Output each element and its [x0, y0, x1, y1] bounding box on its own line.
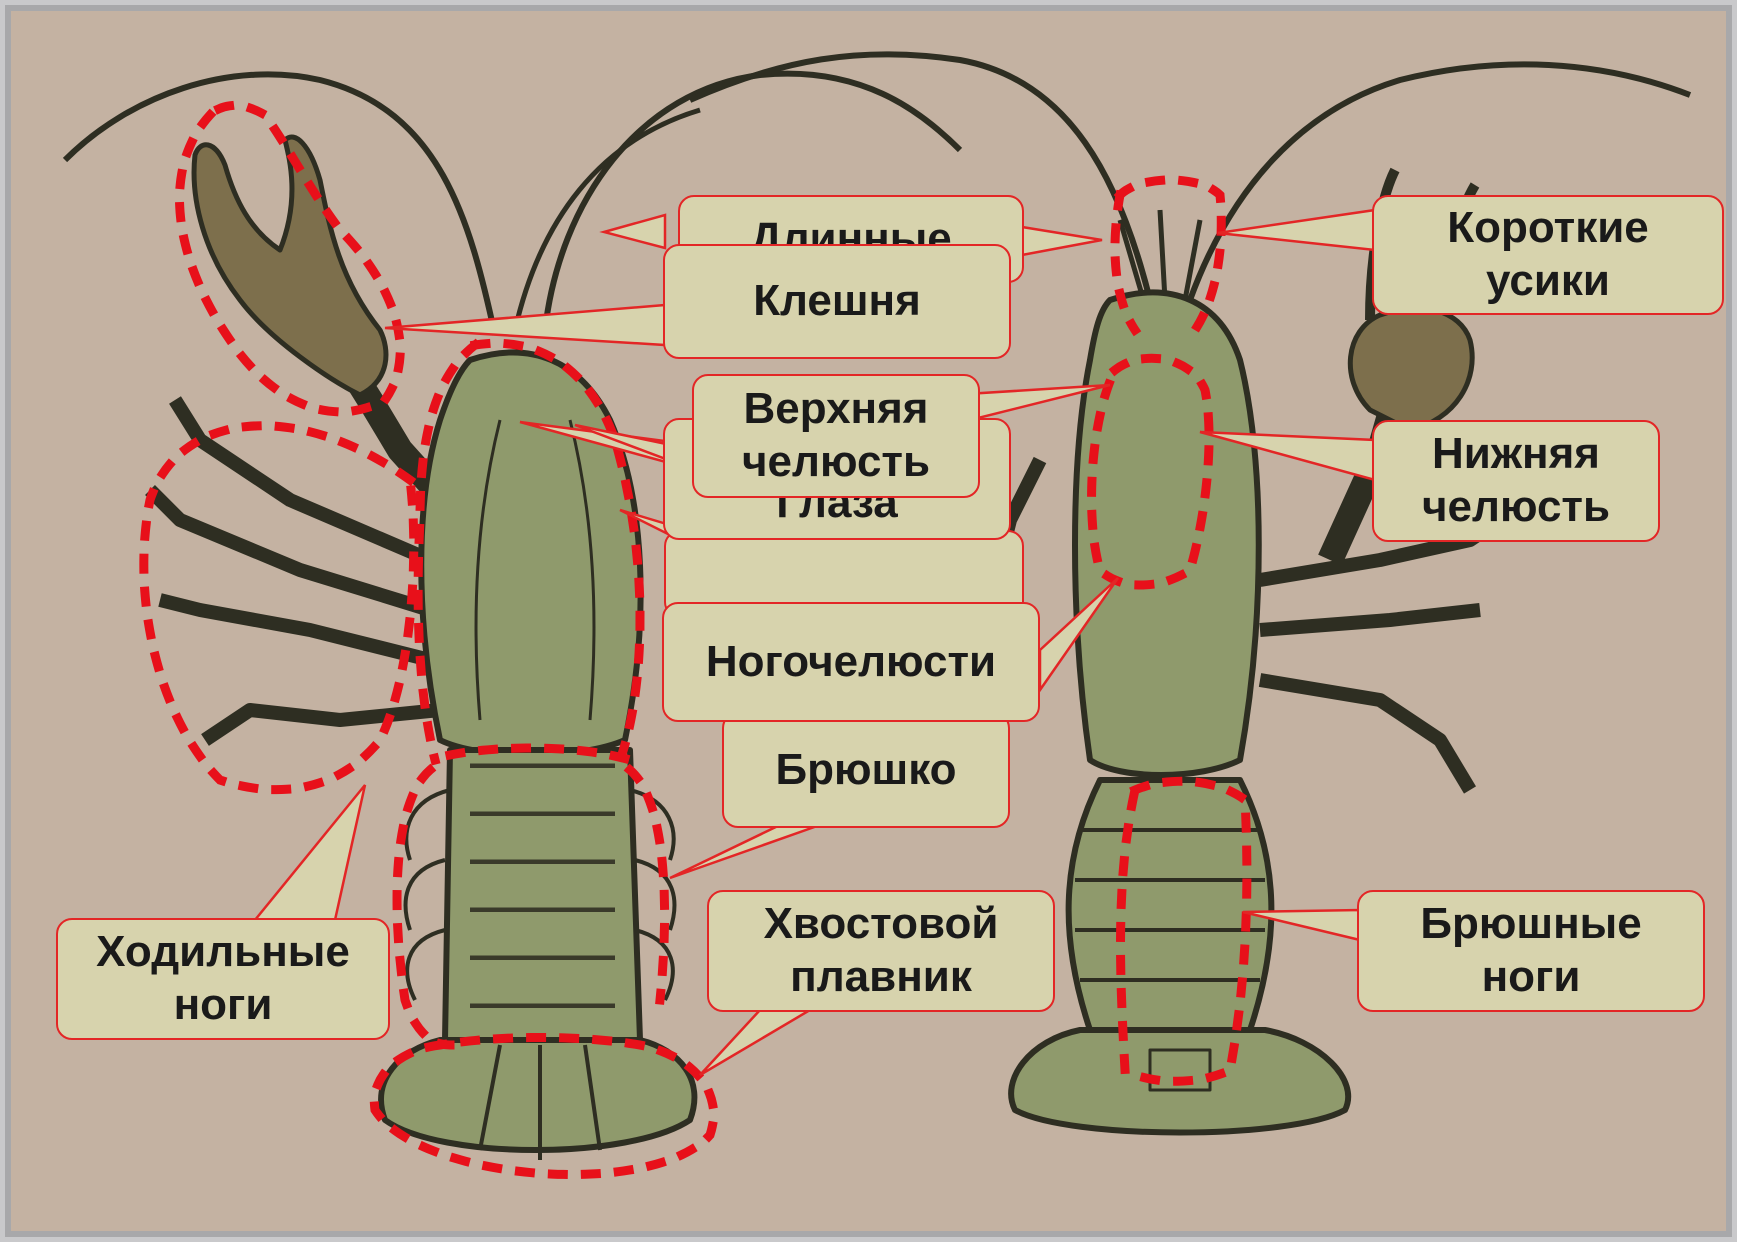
label-maxillipeds: Ногочелюсти	[662, 602, 1040, 722]
tail-fan	[381, 1040, 694, 1150]
label-lower-jaw: Нижняя челюсть	[1372, 420, 1660, 542]
label-upper-jaw: Верхняя челюсть	[692, 374, 980, 498]
label-abdomen: Брюшко	[722, 712, 1010, 828]
label-walking-legs: Ходильные ноги	[56, 918, 390, 1040]
label-claw: Клешня	[663, 244, 1011, 359]
label-short-antennae: Короткие усики	[1372, 195, 1724, 315]
label-abdominal-legs: Брюшные ноги	[1357, 890, 1705, 1012]
cephalothorax	[421, 353, 640, 756]
label-tail-fin: Хвостовой плавник	[707, 890, 1055, 1012]
ventral-cephalothorax	[1075, 293, 1259, 776]
